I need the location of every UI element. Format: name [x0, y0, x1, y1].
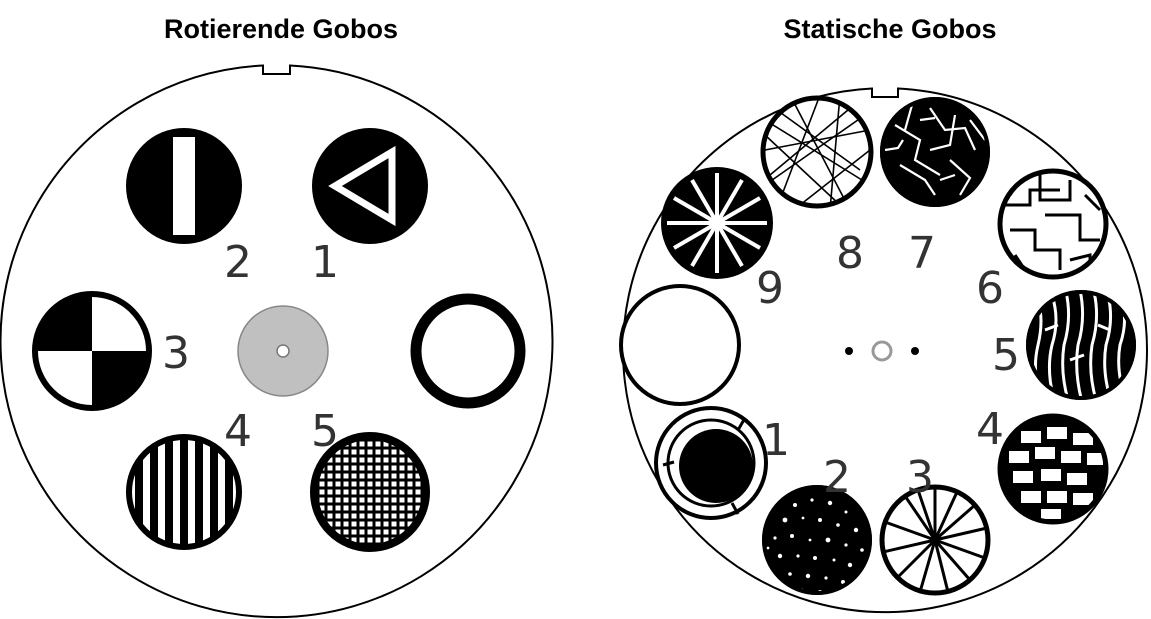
static-gobo-3: [880, 485, 990, 595]
static-label-9: 9: [756, 263, 784, 314]
static-label-6: 6: [976, 263, 1004, 314]
rotating-gobo-wheel: 1 2 3 4 5: [1, 66, 553, 618]
rotating-wheel-hub: [238, 306, 328, 396]
static-gobo-5: [1026, 290, 1136, 402]
static-label-7: 7: [908, 228, 936, 279]
static-gobo-6: [998, 169, 1108, 279]
rotating-label-5: 5: [311, 406, 339, 457]
rotating-label-1: 1: [311, 237, 339, 288]
static-label-3: 3: [906, 452, 934, 503]
static-gobo-1: [656, 408, 766, 518]
static-label-2: 2: [823, 452, 851, 503]
static-gobo-8: [763, 95, 871, 210]
static-label-1: 1: [762, 415, 790, 466]
static-gobo-wheel: 1 2 3 4 5 6 7 8 9: [621, 89, 1147, 613]
static-gobo-7: [880, 97, 990, 207]
rotating-open-slot: [416, 299, 520, 403]
rotating-label-2: 2: [224, 237, 252, 288]
rotating-label-4: 4: [224, 406, 252, 457]
static-label-4: 4: [976, 404, 1004, 455]
static-wheel-hub: [845, 342, 919, 360]
static-open-slot: [621, 286, 739, 404]
rotating-gobo-3: [35, 294, 149, 408]
rotating-gobo-1: [312, 128, 428, 244]
static-gobo-4: [998, 414, 1108, 524]
static-gobo-2: [762, 485, 872, 595]
static-label-8: 8: [836, 228, 864, 279]
static-label-5: 5: [992, 330, 1020, 381]
rotating-gobo-2: [126, 128, 242, 244]
rotating-label-3: 3: [162, 328, 190, 379]
